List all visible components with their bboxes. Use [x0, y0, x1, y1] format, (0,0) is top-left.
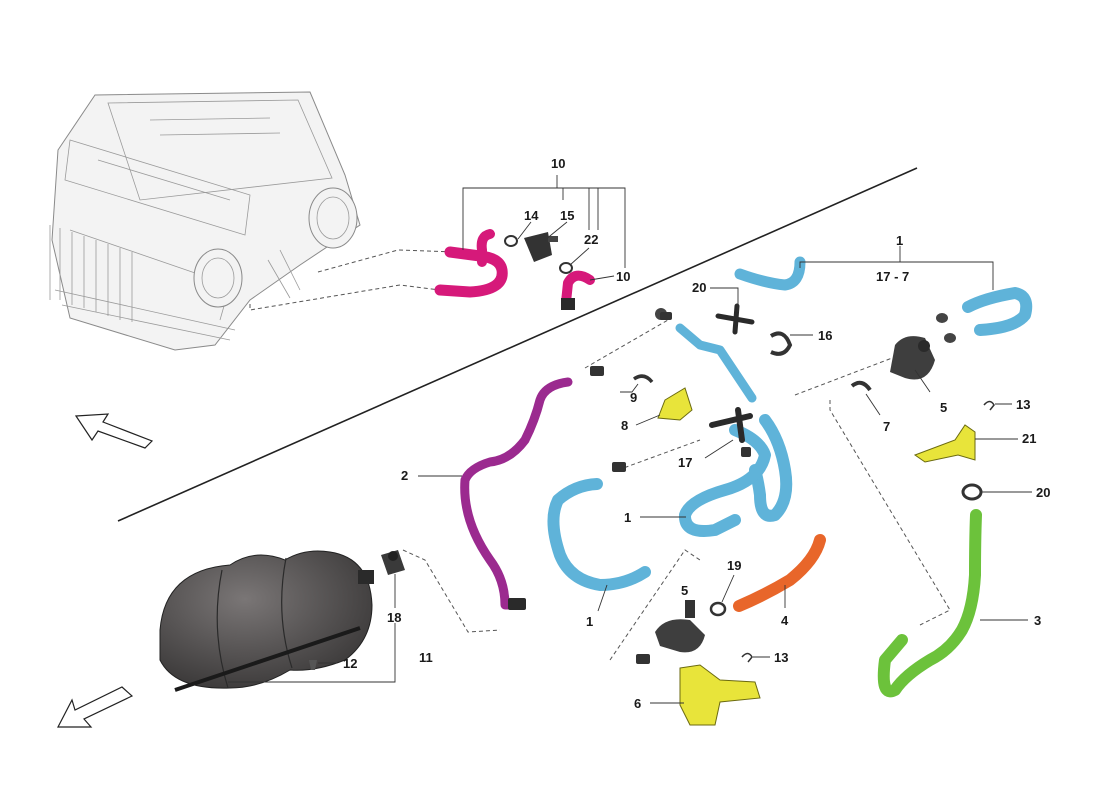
callout-4: 4 [781, 613, 789, 628]
callout-17-7: 17 - 7 [876, 269, 909, 284]
connector-small-left[interactable] [590, 312, 751, 472]
part-5-valve-lower[interactable] [655, 600, 705, 653]
callout-14: 14 [524, 208, 539, 223]
callout-5-right: 5 [940, 400, 947, 415]
part-18-cap[interactable] [381, 550, 405, 575]
part-12-screw[interactable] [309, 660, 317, 670]
part-1-hose-lower[interactable] [547, 478, 651, 591]
part-3-hose-green[interactable] [877, 509, 982, 698]
part-2-hose-purple[interactable] [460, 377, 573, 610]
callout-9: 9 [630, 390, 637, 405]
callout-13-lower: 13 [774, 650, 788, 665]
callout-18: 18 [387, 610, 401, 625]
callout-17: 17 [678, 455, 692, 470]
callout-19: 19 [727, 558, 741, 573]
callout-1-mid: 1 [624, 510, 631, 525]
part-19-clamp[interactable] [709, 601, 727, 617]
part-13-clip-lower[interactable] [741, 652, 753, 663]
callout-22: 22 [584, 232, 598, 247]
callout-7: 7 [883, 419, 890, 434]
callout-8: 8 [621, 418, 628, 433]
part-14-clamp[interactable] [504, 235, 518, 247]
part-10-hose-assembly[interactable] [434, 229, 595, 310]
part-20-t-connector-upper[interactable] [715, 303, 755, 335]
part-22-clamp[interactable] [559, 262, 573, 274]
part-8-bracket[interactable] [657, 387, 693, 421]
callout-5-lower: 5 [681, 583, 688, 598]
callout-11: 11 [419, 650, 433, 665]
callout-1-low: 1 [586, 614, 593, 629]
callout-16: 16 [818, 328, 832, 343]
engine-intake-illustration [49, 91, 361, 351]
callout-21: 21 [1022, 431, 1036, 446]
connector-lower[interactable] [636, 654, 650, 664]
callout-10-top: 10 [551, 156, 565, 171]
callout-13-right: 13 [1016, 397, 1030, 412]
callout-20-top: 20 [692, 280, 706, 295]
part-15-valve[interactable] [524, 232, 558, 262]
part-1-hose-middle[interactable] [675, 323, 793, 537]
callout-3: 3 [1034, 613, 1041, 628]
direction-arrow-icon [74, 413, 154, 449]
direction-arrow-icon [57, 686, 134, 728]
part-1-hose-upper[interactable] [734, 256, 1033, 336]
part-13-clip-right[interactable] [983, 400, 995, 411]
callout-2: 2 [401, 468, 408, 483]
part-16-clamp[interactable] [769, 331, 793, 356]
part-11-canister[interactable] [159, 550, 374, 692]
section-divider-line [117, 167, 918, 522]
part-21-bracket[interactable] [913, 424, 976, 463]
callout-10-right: 10 [616, 269, 630, 284]
part-6-bracket[interactable] [679, 664, 761, 726]
callout-6: 6 [634, 696, 641, 711]
part-9-clamp[interactable] [632, 374, 654, 384]
callout-12: 12 [343, 656, 357, 671]
part-5-valve-upper[interactable] [890, 336, 935, 380]
part-7-clamp[interactable] [850, 380, 872, 392]
part-20-clamp-right[interactable] [961, 483, 983, 501]
callout-15: 15 [560, 208, 574, 223]
part-4-hose-orange[interactable] [733, 534, 826, 612]
callout-20-right: 20 [1036, 485, 1050, 500]
callout-1-top: 1 [896, 233, 903, 248]
part-17-t-connector[interactable] [709, 407, 753, 443]
